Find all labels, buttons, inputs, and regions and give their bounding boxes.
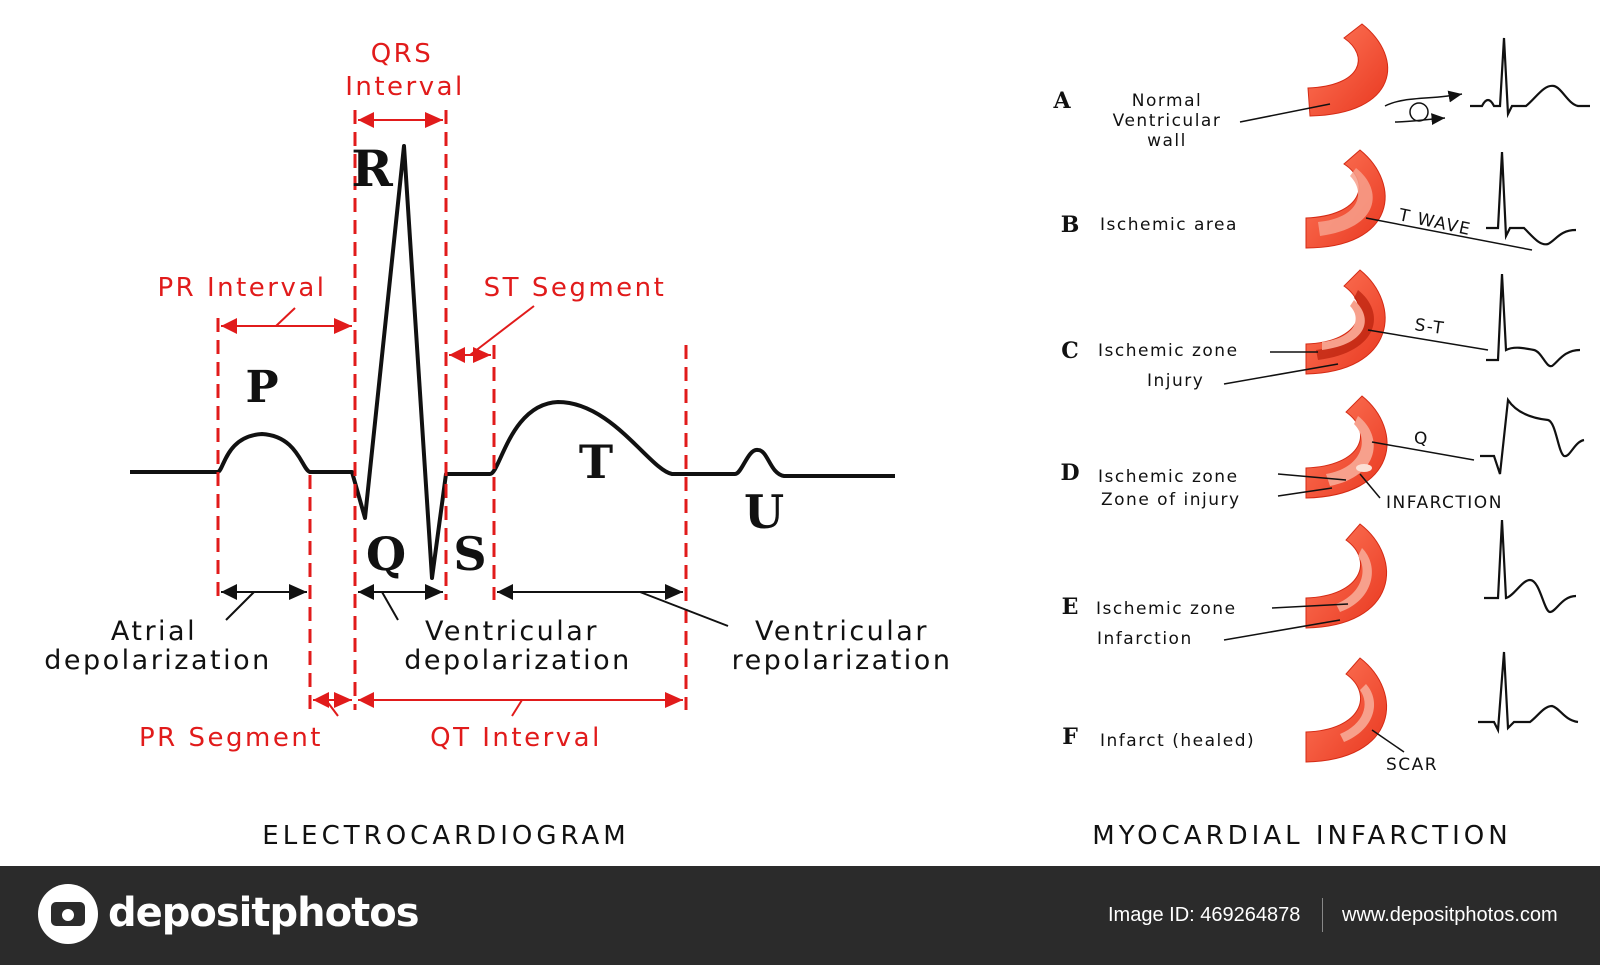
case-c-label-2: Injury (1147, 371, 1204, 391)
pr-interval-label: PR Interval (157, 273, 326, 303)
case-letter-e: E (1062, 594, 1079, 620)
case-d-label-2: Zone of injury (1101, 490, 1241, 510)
t-wave-tag: T WAVE (1396, 205, 1473, 240)
st-tag: S-T (1413, 315, 1446, 339)
ecg-trace-f (1478, 651, 1579, 735)
case-d-label-1: Ischemic zone (1098, 467, 1239, 487)
ecg-trace-d (1480, 396, 1585, 475)
case-c-label-1: Ischemic zone (1098, 341, 1239, 361)
mi-case-e: E Ischemic zone Infarction (1062, 519, 1577, 649)
mi-case-f: F Infarct (healed) SCAR (1062, 651, 1579, 775)
site-url-link[interactable]: www.depositphotos.com (1342, 904, 1558, 926)
case-a-label-2: Ventricular (1113, 111, 1222, 131)
footer-divider (1322, 898, 1323, 932)
case-f-label-1: Infarct (healed) (1100, 731, 1255, 751)
ecg-mi-diagram: P R Q S T U QRS Interval PR Interval ST … (44, 23, 1590, 851)
ventricle-wall-e (1305, 523, 1387, 629)
mi-case-b: B Ischemic area T WAVE (1061, 149, 1577, 251)
atrial-label-2: depolarization (44, 645, 272, 676)
wave-t-label: T (579, 435, 613, 489)
vent-dep-label-1: Ventricular (425, 616, 599, 647)
ventricle-wall-a (1307, 23, 1389, 117)
wave-p-label: P (245, 362, 278, 413)
pr-segment-label: PR Segment (139, 723, 323, 753)
mi-case-d: D Ischemic zone Zone of injury Q INFARCT… (1060, 395, 1585, 513)
ecg-title: ELECTROCARDIOGRAM (262, 821, 629, 851)
ecg-interval-guides (216, 110, 688, 710)
ecg-trace-a (1470, 37, 1590, 119)
case-letter-a: A (1052, 88, 1071, 114)
case-a-label-1: Normal (1132, 91, 1203, 111)
case-e-label-2: Infarction (1097, 629, 1193, 649)
q-tag: Q (1414, 429, 1429, 449)
wave-u-label: U (744, 485, 784, 539)
qrs-interval-label-2: Interval (345, 72, 465, 102)
case-letter-d: D (1060, 460, 1079, 486)
mi-panel: A Normal Ventricular wall B Ischemic are… (1052, 23, 1590, 851)
vent-rep-label-1: Ventricular (755, 616, 929, 647)
case-letter-b: B (1061, 212, 1080, 238)
case-b-label-1: Ischemic area (1100, 215, 1238, 235)
footer-bar (0, 866, 1600, 965)
qrs-interval-label-1: QRS (371, 39, 434, 69)
ventricle-wall-f (1305, 657, 1387, 763)
case-letter-c: C (1061, 338, 1079, 364)
mi-case-a: A Normal Ventricular wall (1052, 23, 1590, 151)
wave-s-label: S (453, 527, 486, 581)
vent-rep-label-2: repolarization (732, 645, 953, 676)
case-e-label-1: Ischemic zone (1096, 599, 1237, 619)
camera-icon (38, 884, 98, 944)
ecg-trace-c (1486, 273, 1581, 368)
ecg-trace-b (1486, 151, 1577, 246)
wave-r-label: R (351, 139, 393, 198)
st-segment-label: ST Segment (484, 273, 667, 303)
infarction-tag: INFARCTION (1386, 493, 1503, 513)
vent-dep-label-2: depolarization (404, 645, 632, 676)
ecg-trace (130, 144, 895, 580)
ventricle-wall-b (1305, 149, 1386, 249)
ecg-panel: P R Q S T U QRS Interval PR Interval ST … (44, 39, 953, 851)
wave-q-label: Q (366, 527, 406, 581)
brand-name[interactable]: depositphotos (108, 890, 420, 936)
mi-title: MYOCARDIAL INFARCTION (1092, 821, 1511, 851)
image-id: Image ID: 469264878 (1108, 904, 1301, 926)
qt-interval-label: QT Interval (430, 723, 602, 753)
ecg-trace-e (1484, 519, 1577, 614)
scar-tag: SCAR (1386, 755, 1438, 775)
case-letter-f: F (1062, 724, 1078, 750)
atrial-label-1: Atrial (111, 616, 197, 647)
ventricle-wall-d (1305, 395, 1388, 499)
mi-case-c: C Ischemic zone Injury S-T (1061, 269, 1581, 391)
case-a-label-3: wall (1147, 131, 1187, 151)
